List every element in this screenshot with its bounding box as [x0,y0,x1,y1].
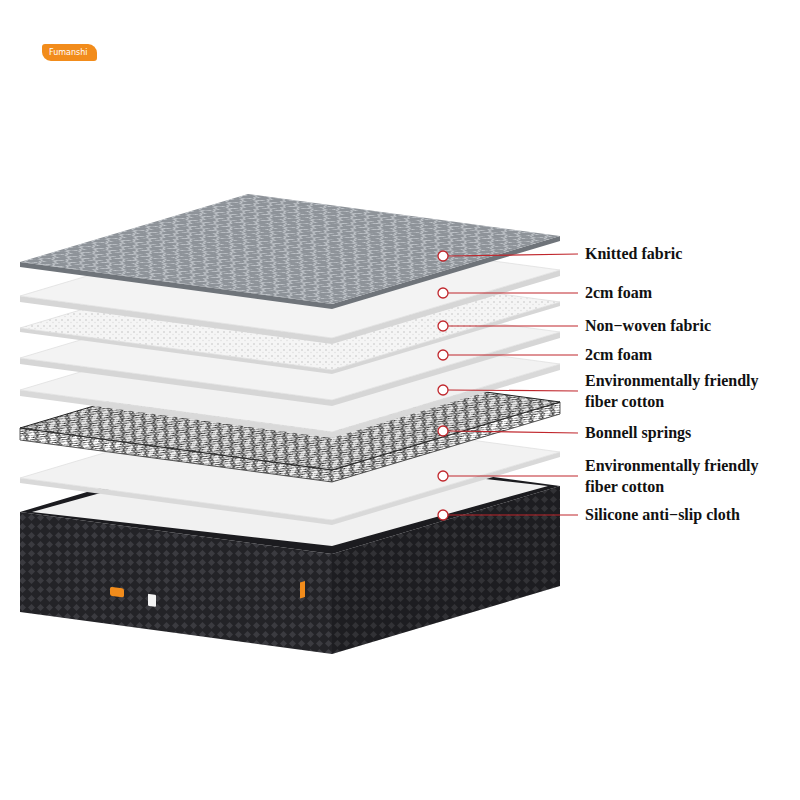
callout-label: Bonnell springs [585,423,691,444]
leader-dot [438,471,448,481]
leader-dot [438,385,448,395]
leader-line [448,431,578,433]
brand-logo: Fumanshi [42,44,97,61]
leader-dot [438,350,448,360]
leader-line [448,514,578,515]
leader-line [448,390,578,391]
leader-line [448,254,578,256]
callout-label: Environmentally friendly fiber cotton [585,456,790,497]
leader-line [448,475,578,476]
mattress-tag [148,594,156,607]
mattress-tag [300,581,305,598]
callout-label: Non−woven fabric [585,316,711,337]
callout-label: Knitted fabric [585,244,682,265]
leader-line [448,325,578,326]
leader-dot [438,288,448,298]
knitted-fabric-layer [20,194,560,304]
callout-label: Silicone anti−slip cloth [585,505,740,526]
leader-dot [438,321,448,331]
leader-dot [438,251,448,261]
leader-line [448,354,578,355]
brand-name: Fumanshi [49,47,90,58]
callout-label: 2cm foam [585,345,652,366]
callout-label: Environmentally friendly fiber cotton [585,371,790,412]
callout-label: 2cm foam [585,283,652,304]
leader-dot [438,510,448,520]
mattress-tag [110,587,124,598]
leader-line [448,292,578,293]
leader-dot [438,426,448,436]
